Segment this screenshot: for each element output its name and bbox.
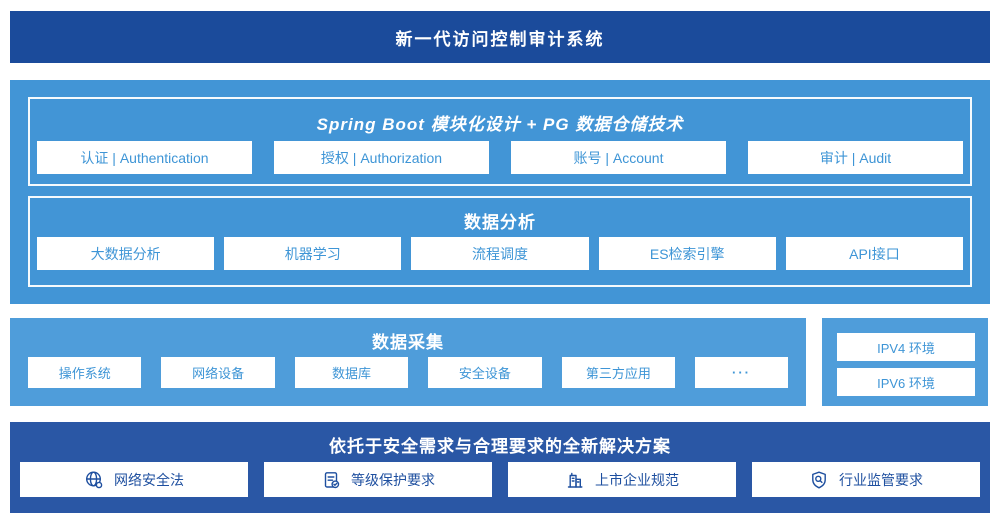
chip-big-data-analysis: 大数据分析 (37, 237, 215, 270)
chip-operating-system: 操作系统 (28, 357, 142, 388)
solution-industry-regulation: 行业监管要求 (752, 462, 980, 497)
system-title: 新一代访问控制审计系统 (395, 29, 605, 49)
analysis-chip-row: 大数据分析 机器学习 流程调度 ES检索引擎 API接口 (37, 237, 964, 270)
chip-machine-learning: 机器学习 (224, 237, 402, 270)
solution-listed-company-standard: 上市企业规范 (508, 462, 736, 497)
data-collection-section: 数据采集 操作系统 网络设备 数据库 安全设备 第三方应用 ··· (10, 318, 806, 406)
platform-section: Spring Boot 模块化设计 + PG 数据仓储技术 认证 | Authe… (10, 80, 990, 304)
document-check-icon (321, 470, 341, 490)
chip-account: 账号 | Account (511, 141, 726, 174)
chip-third-party-app: 第三方应用 (561, 357, 676, 388)
chip-process-scheduling: 流程调度 (411, 237, 589, 270)
ip-environment-panel: IPV4 环境 IPV6 环境 (822, 318, 988, 406)
solution-label: 上市企业规范 (595, 471, 679, 488)
solution-label: 等级保护要求 (351, 471, 435, 488)
data-analysis-title: 数据分析 (464, 213, 536, 232)
solution-label: 行业监管要求 (839, 471, 923, 488)
chip-audit: 审计 | Audit (748, 141, 963, 174)
chip-es-search-engine: ES检索引擎 (598, 237, 776, 270)
chip-authorization: 授权 | Authorization (274, 141, 489, 174)
spring-boot-block: Spring Boot 模块化设计 + PG 数据仓储技术 认证 | Authe… (28, 97, 972, 186)
chip-authentication: 认证 | Authentication (37, 141, 252, 174)
chip-api-interface: API接口 (785, 237, 964, 270)
chip-more-ellipsis: ··· (695, 357, 789, 388)
chip-network-device: 网络设备 (161, 357, 275, 388)
data-analysis-block: 数据分析 大数据分析 机器学习 流程调度 ES检索引擎 API接口 (28, 196, 972, 287)
solution-label: 网络安全法 (114, 471, 184, 488)
chip-ipv6-environment: IPV6 环境 (837, 368, 975, 396)
shield-magnifier-icon (809, 470, 829, 490)
chip-security-device: 安全设备 (428, 357, 542, 388)
building-icon (565, 470, 585, 490)
data-collection-title: 数据采集 (372, 333, 444, 352)
chip-database: 数据库 (294, 357, 409, 388)
globe-icon (84, 470, 104, 490)
solution-box-row: 网络安全法 等级保护要求 (20, 462, 980, 497)
solution-classified-protection: 等级保护要求 (264, 462, 492, 497)
spring-boot-title: Spring Boot 模块化设计 + PG 数据仓储技术 (316, 115, 684, 134)
solution-title: 依托于安全需求与合理要求的全新解决方案 (329, 437, 671, 456)
system-title-banner: 新一代访问控制审计系统 (10, 11, 990, 63)
chip-ipv4-environment: IPV4 环境 (837, 333, 975, 361)
collection-chip-row: 操作系统 网络设备 数据库 安全设备 第三方应用 ··· (28, 357, 789, 388)
solution-section: 依托于安全需求与合理要求的全新解决方案 网络安全法 (10, 422, 990, 513)
solution-cyber-security-law: 网络安全法 (20, 462, 248, 497)
module-chip-row: 认证 | Authentication 授权 | Authorization 账… (37, 141, 963, 174)
